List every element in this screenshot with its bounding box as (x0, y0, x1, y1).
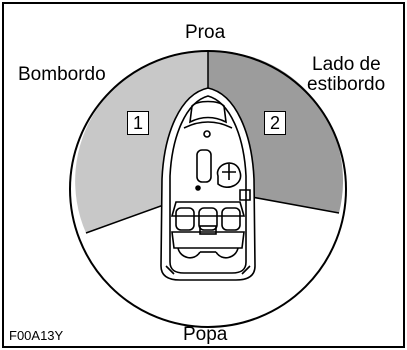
port-label: Bombordo (18, 64, 106, 85)
starboard-label-line2: estibordo (307, 74, 386, 95)
figure-code: F00A13Y (9, 328, 64, 343)
stern-label: Popa (183, 324, 228, 345)
boat-zone-diagram (69, 50, 347, 328)
boat-drawing (160, 87, 256, 281)
diagram-frame: Proa Bombordo Lado de estibordo Popa 1 2… (2, 2, 405, 348)
zone-1-number: 1 (127, 111, 149, 135)
zone-2-number: 2 (264, 111, 286, 135)
bow-label: Proa (185, 22, 226, 43)
starboard-label-line1: Lado de (312, 54, 381, 75)
